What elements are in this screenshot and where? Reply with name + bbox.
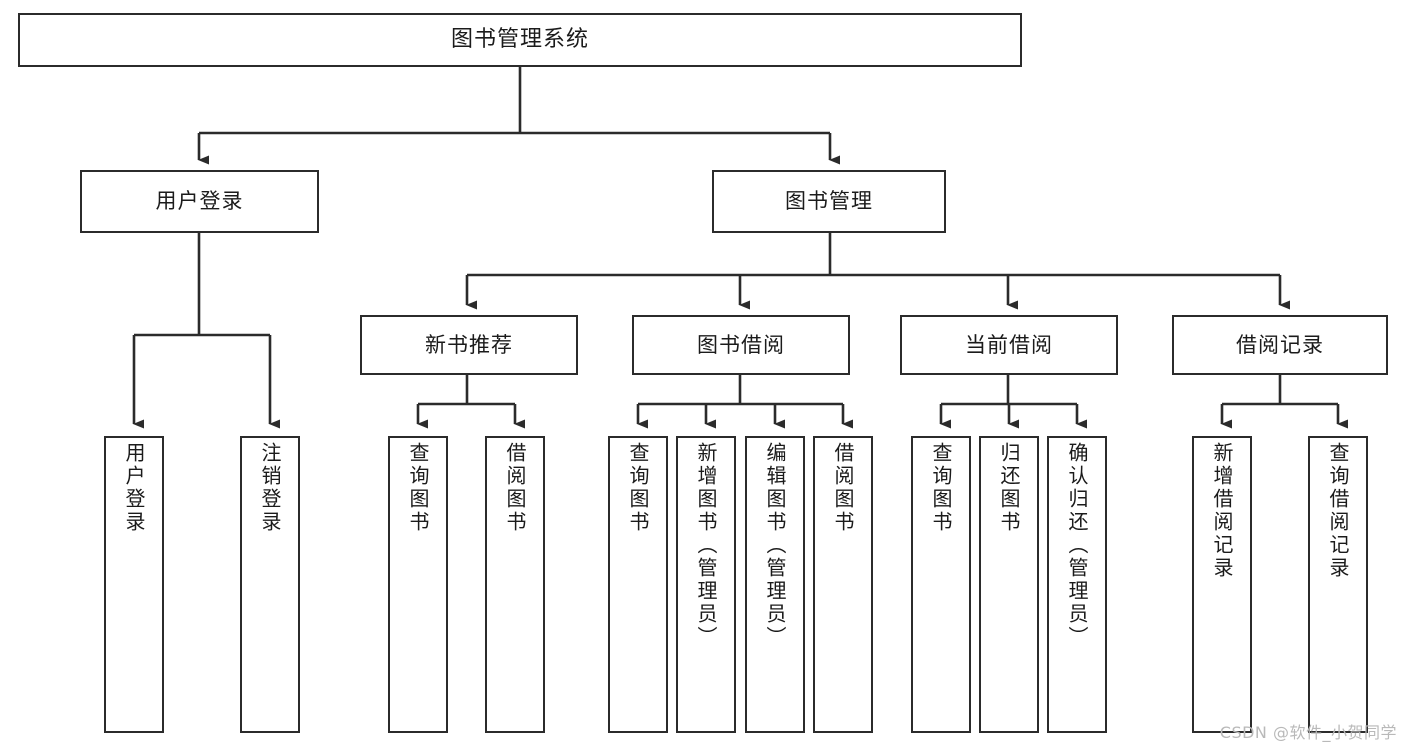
node-label: 查询图书 — [929, 442, 953, 534]
node-label: 确认归还（管理员） — [1065, 442, 1089, 649]
node-label: 图书管理 — [785, 189, 873, 214]
node-label: 图书管理系统 — [450, 27, 589, 53]
node-label: 用户登录 — [122, 442, 146, 534]
node-book-borrow[interactable]: 图书借阅 — [632, 315, 850, 375]
leaf-borrow-book[interactable]: 借阅图书 — [813, 436, 873, 733]
leaf-query-book-current[interactable]: 查询图书 — [911, 436, 971, 733]
node-label: 查询图书 — [406, 442, 430, 534]
node-new-book-recommend[interactable]: 新书推荐 — [360, 315, 578, 375]
node-book-manage[interactable]: 图书管理 — [712, 170, 946, 233]
leaf-confirm-return[interactable]: 确认归还（管理员） — [1047, 436, 1107, 733]
leaf-query-borrow-record[interactable]: 查询借阅记录 — [1308, 436, 1368, 733]
node-current-borrow[interactable]: 当前借阅 — [900, 315, 1118, 375]
node-label: 借阅图书 — [831, 442, 855, 534]
node-borrow-record[interactable]: 借阅记录 — [1172, 315, 1388, 375]
node-root-system[interactable]: 图书管理系统 — [18, 13, 1022, 67]
leaf-user-login[interactable]: 用户登录 — [104, 436, 164, 733]
node-label: 查询图书 — [626, 442, 650, 534]
node-label: 查询借阅记录 — [1326, 442, 1350, 580]
leaf-add-book[interactable]: 新增图书（管理员） — [676, 436, 736, 733]
leaf-edit-book[interactable]: 编辑图书（管理员） — [745, 436, 805, 733]
node-label: 编辑图书（管理员） — [763, 442, 787, 649]
node-label: 图书借阅 — [697, 332, 785, 357]
node-label: 用户登录 — [155, 189, 244, 214]
leaf-add-borrow-record[interactable]: 新增借阅记录 — [1192, 436, 1252, 733]
node-label: 借阅图书 — [503, 442, 527, 534]
node-label: 归还图书 — [997, 442, 1021, 534]
node-label: 新书推荐 — [425, 332, 513, 357]
node-label: 注销登录 — [258, 442, 282, 534]
leaf-logout-login[interactable]: 注销登录 — [240, 436, 300, 733]
csdn-watermark: CSDN @软件_小贺同学 — [1219, 723, 1397, 742]
node-label: 借阅记录 — [1236, 332, 1324, 357]
node-user-login[interactable]: 用户登录 — [80, 170, 319, 233]
node-label: 新增图书（管理员） — [694, 442, 718, 649]
leaf-query-book-recommend[interactable]: 查询图书 — [388, 436, 448, 733]
leaf-return-book[interactable]: 归还图书 — [979, 436, 1039, 733]
leaf-borrow-book-recommend[interactable]: 借阅图书 — [485, 436, 545, 733]
node-label: 当前借阅 — [965, 332, 1053, 357]
node-label: 新增借阅记录 — [1210, 442, 1234, 580]
leaf-query-book-borrow[interactable]: 查询图书 — [608, 436, 668, 733]
